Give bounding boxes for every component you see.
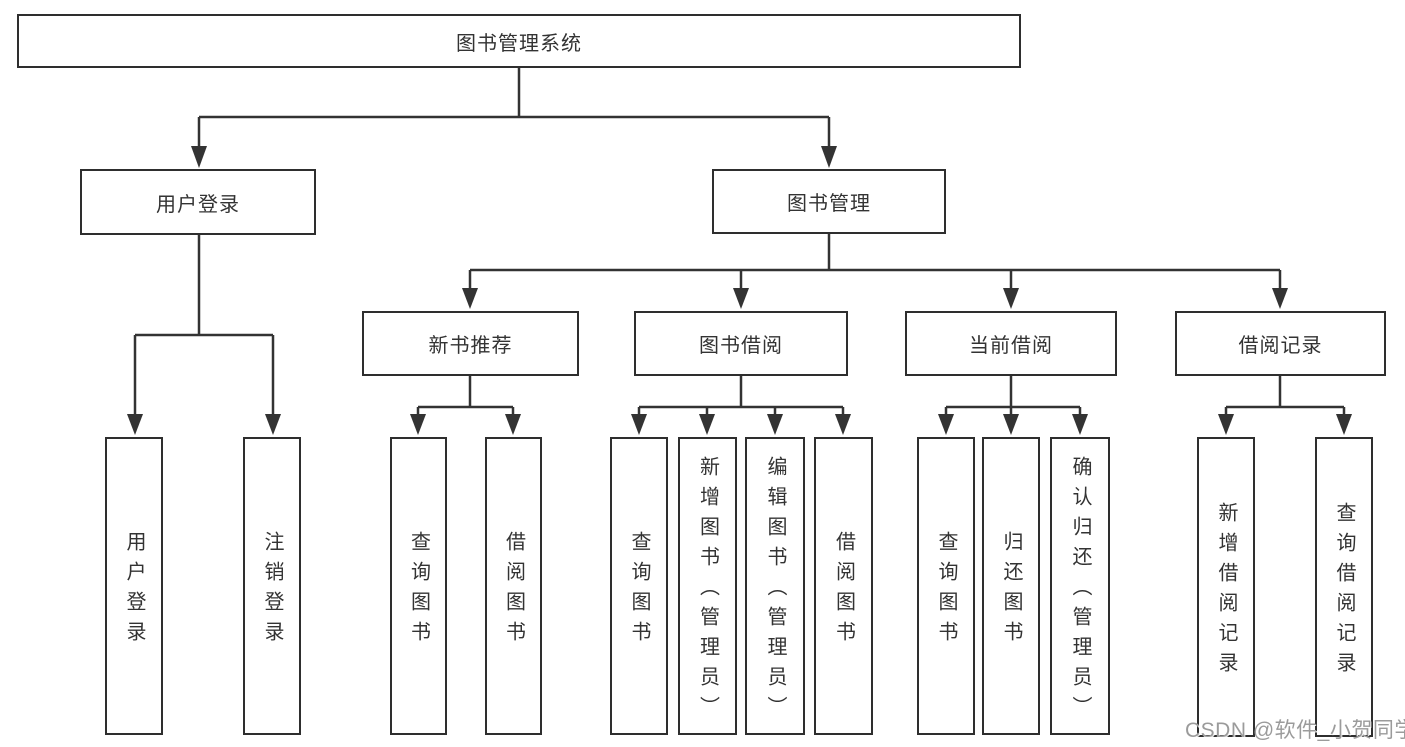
node-leaf-logout: 注销登录 [243,437,301,735]
node-leaf-user-login: 用户登录 [105,437,163,735]
connector-borrowing-records-children [1218,376,1352,435]
node-leaf-borrow-book-1: 借阅图书 [485,437,542,735]
connector-book-borrowing-children [631,376,851,435]
arrow-down-icon [835,414,851,435]
connector-user-login-children [127,235,281,435]
arrow-down-icon [631,414,647,435]
connector-current-borrowing-children [938,376,1088,435]
node-new-book-recommend: 新书推荐 [362,311,579,376]
node-root: 图书管理系统 [17,14,1021,68]
node-leaf-query-book-1: 查询图书 [390,437,447,735]
node-current-borrowing: 当前借阅 [905,311,1117,376]
arrow-down-icon [410,414,426,435]
connector-book-management-children [462,234,1288,309]
arrow-down-icon [191,146,207,168]
arrow-down-icon [1003,414,1019,435]
node-borrowing-records: 借阅记录 [1175,311,1386,376]
node-leaf-confirm-return: 确认归还（管理员） [1050,437,1110,735]
arrow-down-icon [938,414,954,435]
arrow-down-icon [1272,288,1288,309]
arrow-down-icon [127,414,143,435]
node-leaf-query-book-3: 查询图书 [917,437,975,735]
arrow-down-icon [699,414,715,435]
connector-new-book-recommend-children [410,376,521,435]
node-leaf-borrow-book-2: 借阅图书 [814,437,873,735]
arrow-down-icon [733,288,749,309]
node-leaf-add-borrow-record: 新增借阅记录 [1197,437,1255,737]
node-leaf-return-book: 归还图书 [982,437,1040,735]
arrow-down-icon [1003,288,1019,309]
arrow-down-icon [505,414,521,435]
arrow-down-icon [1072,414,1088,435]
arrow-down-icon [821,146,837,168]
node-user-login: 用户登录 [80,169,316,235]
connector-root-to-level2 [191,68,837,168]
arrow-down-icon [462,288,478,309]
arrow-down-icon [265,414,281,435]
node-leaf-edit-book-admin: 编辑图书（管理员） [745,437,805,735]
node-leaf-add-book-admin: 新增图书（管理员） [678,437,737,735]
arrow-down-icon [1218,414,1234,435]
node-leaf-query-borrow-record: 查询借阅记录 [1315,437,1373,737]
arrow-down-icon [1336,414,1352,435]
node-leaf-query-book-2: 查询图书 [610,437,668,735]
csdn-watermark: CSDN @软件_小贺同学 [1185,719,1405,742]
node-book-borrowing: 图书借阅 [634,311,848,376]
arrow-down-icon [767,414,783,435]
node-book-management: 图书管理 [712,169,946,234]
